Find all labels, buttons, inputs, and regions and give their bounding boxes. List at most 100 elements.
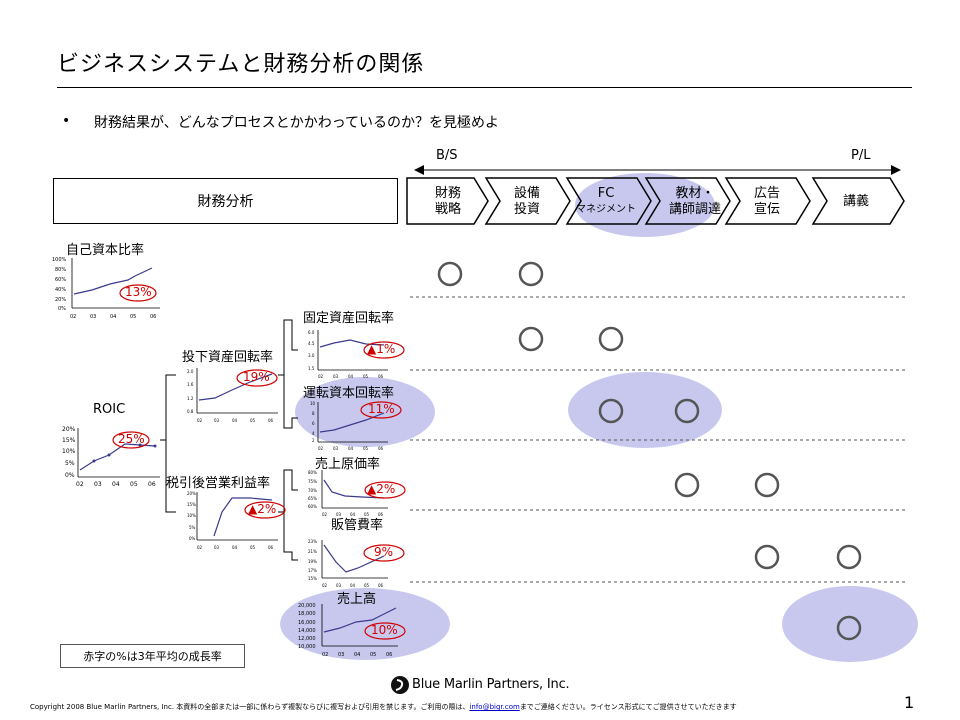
eq-ytick-5: 20% xyxy=(55,297,66,303)
eq-ytick-4: 40% xyxy=(55,287,66,293)
step-materials: 教材・講師調達 xyxy=(668,186,721,217)
growth-cogs-ratio: ▲2% xyxy=(367,482,396,496)
eq-xtick-5: 06 xyxy=(150,314,156,320)
eq-xtick-3: 04 xyxy=(110,314,116,320)
mark-r3-c4 xyxy=(674,398,700,424)
growth-equity-ratio: 13% xyxy=(125,285,152,299)
svg-text:05: 05 xyxy=(370,652,376,658)
eq-xtick-2: 03 xyxy=(90,314,96,320)
logo-icon xyxy=(391,676,409,694)
svg-text:70%: 70% xyxy=(308,488,317,493)
svg-text:20,000: 20,000 xyxy=(298,603,316,609)
growth-sga-ratio: 9% xyxy=(374,545,394,559)
roic-xtick-5: 06 xyxy=(148,481,156,488)
svg-text:4: 4 xyxy=(312,431,315,436)
svg-text:04: 04 xyxy=(348,446,354,451)
company-logo-text: Blue Marlin Partners, Inc. xyxy=(412,677,570,692)
svg-text:6.0: 6.0 xyxy=(308,330,315,335)
svg-text:2.0: 2.0 xyxy=(187,369,194,374)
roic-xtick-2: 03 xyxy=(94,481,102,488)
svg-text:18,000: 18,000 xyxy=(298,611,316,617)
svg-text:04: 04 xyxy=(232,418,238,423)
highlight-fc xyxy=(575,173,715,237)
svg-text:19%: 19% xyxy=(308,559,317,564)
svg-text:03: 03 xyxy=(338,652,344,658)
growth-working-capital-turnover: 11% xyxy=(368,402,395,416)
svg-text:03: 03 xyxy=(333,446,339,451)
svg-text:06: 06 xyxy=(268,418,274,423)
svg-text:06: 06 xyxy=(378,374,384,379)
step-capex: 設備投資 xyxy=(513,186,540,217)
chevron-4 xyxy=(644,177,731,225)
highlight-sales xyxy=(280,588,450,660)
bullet-text: 財務結果が、どんなプロセスとかかわっているのか？を見極めよ xyxy=(94,115,500,131)
growth-sales: 10% xyxy=(371,623,398,637)
svg-text:8: 8 xyxy=(312,411,315,416)
step-finance-strategy: 財務戦略 xyxy=(434,186,461,217)
svg-text:12,000: 12,000 xyxy=(298,636,316,642)
title-working-capital-turnover: 運転資本回転率 xyxy=(303,386,395,401)
svg-text:02: 02 xyxy=(322,512,328,517)
svg-text:03: 03 xyxy=(336,512,342,517)
svg-text:02: 02 xyxy=(322,652,328,658)
growth-roic: 25% xyxy=(118,432,145,446)
eq-xtick-4: 05 xyxy=(130,314,136,320)
highlight-working-capital xyxy=(295,377,435,447)
contact-email-link[interactable]: info@bigr.com xyxy=(469,703,520,711)
svg-text:4.5: 4.5 xyxy=(308,341,315,346)
svg-text:10,000: 10,000 xyxy=(298,644,316,650)
svg-text:16,000: 16,000 xyxy=(298,620,316,626)
title-sales: 売上高 xyxy=(337,592,377,607)
step-advertising: 広告宣伝 xyxy=(753,186,780,217)
eq-ytick-2: 80% xyxy=(55,267,66,273)
title-fixed-asset-turnover: 固定資産回転率 xyxy=(303,311,395,326)
title-invested-turnover: 投下資産回転率 xyxy=(182,350,274,365)
svg-text:1.6: 1.6 xyxy=(187,382,194,387)
growth-note: 赤字の%は3年平均の成長率 xyxy=(60,644,245,668)
title-sga-ratio: 販管費率 xyxy=(331,518,384,533)
financial-analysis-label: 財務分析 xyxy=(197,194,254,210)
mark-r2-c2 xyxy=(518,326,544,352)
svg-text:10%: 10% xyxy=(187,513,196,518)
eq-ytick-6: 0% xyxy=(58,306,66,312)
mark-r2-c3 xyxy=(598,326,624,352)
mark-r1-c2 xyxy=(518,261,544,287)
eq-ytick-1: 100% xyxy=(52,257,67,263)
title-equity-ratio: 自己資本比率 xyxy=(66,243,145,258)
svg-text:02: 02 xyxy=(318,446,324,451)
svg-text:21%: 21% xyxy=(308,549,317,554)
roic-ytick-4: 5% xyxy=(65,460,75,467)
title-roic: ROIC xyxy=(93,402,126,417)
svg-text:04: 04 xyxy=(232,545,238,550)
page-number: 1 xyxy=(904,693,915,712)
svg-text:04: 04 xyxy=(350,583,356,588)
svg-text:05: 05 xyxy=(364,512,370,517)
bs-label: B/S xyxy=(436,148,458,163)
chevron-6 xyxy=(811,177,905,225)
title-cogs-ratio: 売上原価率 xyxy=(315,457,381,472)
svg-text:20%: 20% xyxy=(187,491,196,496)
svg-text:03: 03 xyxy=(214,545,220,550)
svg-text:14,000: 14,000 xyxy=(298,628,316,634)
svg-text:60%: 60% xyxy=(308,504,317,509)
svg-text:02: 02 xyxy=(197,545,203,550)
pl-label: P/L xyxy=(851,148,871,163)
eq-ytick-3: 60% xyxy=(55,277,66,283)
bullet-marker: • xyxy=(62,113,71,129)
svg-text:06: 06 xyxy=(378,446,384,451)
svg-text:06: 06 xyxy=(378,583,384,588)
mark-r5-c6 xyxy=(836,544,862,570)
svg-text:80%: 80% xyxy=(308,470,317,475)
roic-ytick-5: 0% xyxy=(65,472,75,479)
svg-text:15%: 15% xyxy=(187,502,196,507)
chevron-1 xyxy=(406,177,489,225)
svg-text:6: 6 xyxy=(312,421,315,426)
highlight-fc-materials xyxy=(568,372,722,448)
svg-text:17%: 17% xyxy=(308,568,317,573)
growth-fixed-asset-turnover: ▲1% xyxy=(367,342,396,356)
highlight-lecture xyxy=(782,586,918,662)
